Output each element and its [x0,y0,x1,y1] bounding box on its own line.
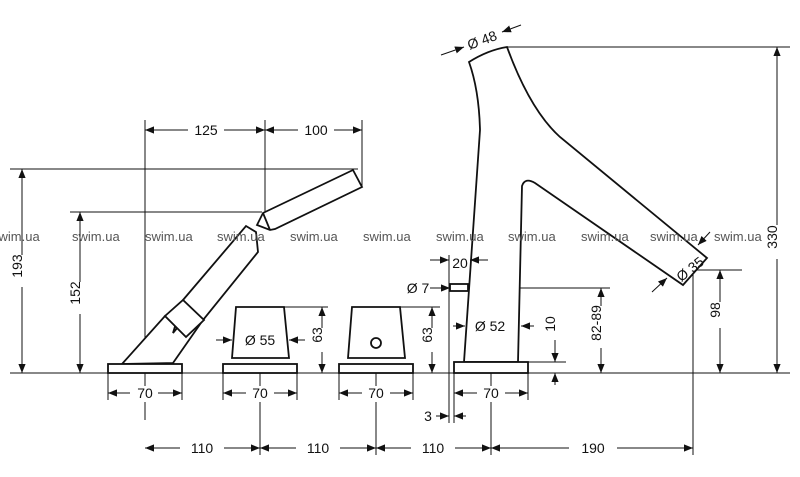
dim-diameter-52: Ø 52 [475,318,506,334]
watermark-text: swim.ua [714,229,762,244]
hand-shower [107,168,364,374]
valve-knob-2 [338,306,414,374]
watermark-text: swim.ua [508,229,556,244]
dim-diameter-7: Ø 7 [407,280,430,296]
watermark-text: swim.ua [0,229,40,244]
watermark-text: swim.ua [72,229,120,244]
valve-knob-1 [222,306,298,374]
dim-110: 110 [422,440,445,456]
dim-190: 190 [581,440,605,456]
dim-diameter-48: Ø 48 [465,27,499,52]
dim-70: 70 [252,385,268,401]
dim-diameter-55: Ø 55 [245,332,276,348]
dim-110: 110 [307,440,330,456]
dim-20: 20 [452,255,468,271]
dim-10: 10 [542,316,558,332]
dim-110: 110 [191,440,214,456]
watermark-text: swim.ua [363,229,411,244]
dim-3: 3 [424,408,432,424]
dim-152: 152 [67,281,83,305]
watermark-text: swim.ua [217,229,265,244]
dim-70: 70 [368,385,384,401]
dim-70: 70 [483,385,499,401]
dim-100: 100 [304,122,328,138]
watermark-text: swim.ua [145,229,193,244]
dim-330: 330 [764,225,780,249]
watermark: swim.ua swim.ua swim.ua swim.ua swim.ua … [0,229,762,244]
dim-98: 98 [707,302,723,318]
watermark-text: swim.ua [581,229,629,244]
dim-70: 70 [137,385,153,401]
watermark-text: swim.ua [290,229,338,244]
bath-spout [449,45,709,374]
dim-63: 63 [309,327,325,343]
dim-82-89: 82-89 [588,305,604,341]
dim-193: 193 [9,254,25,278]
watermark-text: swim.ua [650,229,698,244]
dim-63: 63 [419,327,435,343]
dim-125: 125 [194,122,218,138]
watermark-text: swim.ua [436,229,484,244]
